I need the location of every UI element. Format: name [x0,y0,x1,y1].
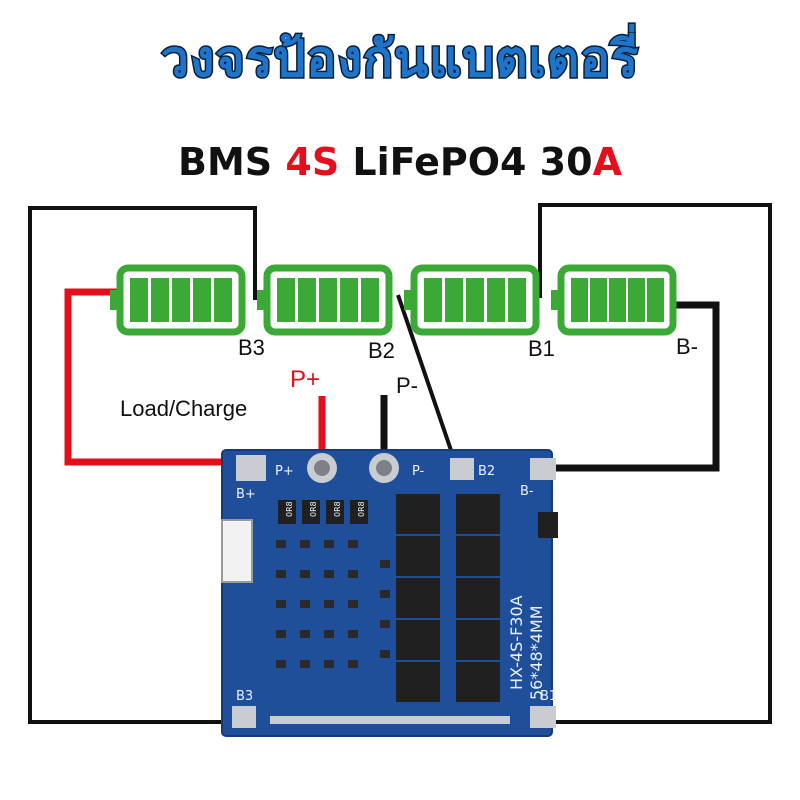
label-p-minus: P- [396,373,418,398]
resistor-code-1: 0R8 [285,501,294,517]
battery-terminal [110,290,120,310]
pad-b1 [530,706,556,728]
board-pad-label-b-minus: B- [520,484,534,499]
battery-row [110,264,677,336]
battery-bars [277,278,379,322]
subtitle-part-3: LiFePO4 30 [339,140,593,184]
mosfets [396,494,500,702]
board-pad-label-b3: B3 [236,689,253,704]
subtitle-part-4: A [592,140,622,184]
pad-b3 [232,706,256,728]
wire-b3-left-loop [28,206,257,724]
battery-terminal [404,290,414,310]
pad-p-plus-hole-inner [314,460,330,476]
battery-cell-4 [551,264,677,336]
battery-terminal [551,290,561,310]
battery-bars [130,278,232,322]
label-b-minus: B- [676,334,698,359]
board-model-text: HX-4S-F30A [507,595,526,690]
battery-cell-2 [257,264,393,336]
wire-b-minus [545,301,720,472]
board-pad-label-b1: B1 [540,689,557,704]
resistor-code-4: 0R8 [357,501,366,517]
wire-b2-diagonal [396,294,457,463]
subtitle: BMS 4S LiFePO4 30A [0,140,800,184]
label-b3: B3 [238,335,265,360]
pad-p-minus-hole-inner [376,460,392,476]
board-size-text: 56*48*4MM [527,605,546,700]
board-pad-label-b2: B2 [478,464,495,479]
wire-b1-right-loop [538,203,772,724]
board-pad-label-p-plus: P+ [275,464,294,479]
balance-connector [221,519,253,583]
page-title: วงจรป้องกันแบตเตอรี่ [159,29,640,90]
pad-p-plus [236,455,266,481]
battery-cell-3 [404,264,540,336]
battery-cell-1 [110,264,246,336]
battery-bars [424,278,526,322]
label-b1: B1 [528,336,555,361]
resistor-code-2: 0R8 [309,501,318,517]
label-p-plus: P+ [290,366,321,393]
smd-components [270,540,510,724]
bms-board: P+ P- B2 B+ B- B3 B1 HX-4S-F30A 56*48*4M… [221,449,558,737]
label-load-charge: Load/Charge [120,396,248,421]
battery-terminal [257,290,267,310]
subtitle-part-1: BMS [178,140,286,184]
label-b2: B2 [368,338,395,363]
resistor-code-3: 0R8 [333,501,342,517]
board-pad-label-b-plus: B+ [236,487,256,502]
subtitle-part-2: 4S [285,140,340,184]
board-pad-label-p-minus: P- [412,464,425,479]
pad-b2 [450,458,474,480]
resistors [278,500,558,538]
wire-load-negative [64,288,270,466]
battery-bars [571,278,664,322]
pad-b-minus-top [530,458,556,480]
